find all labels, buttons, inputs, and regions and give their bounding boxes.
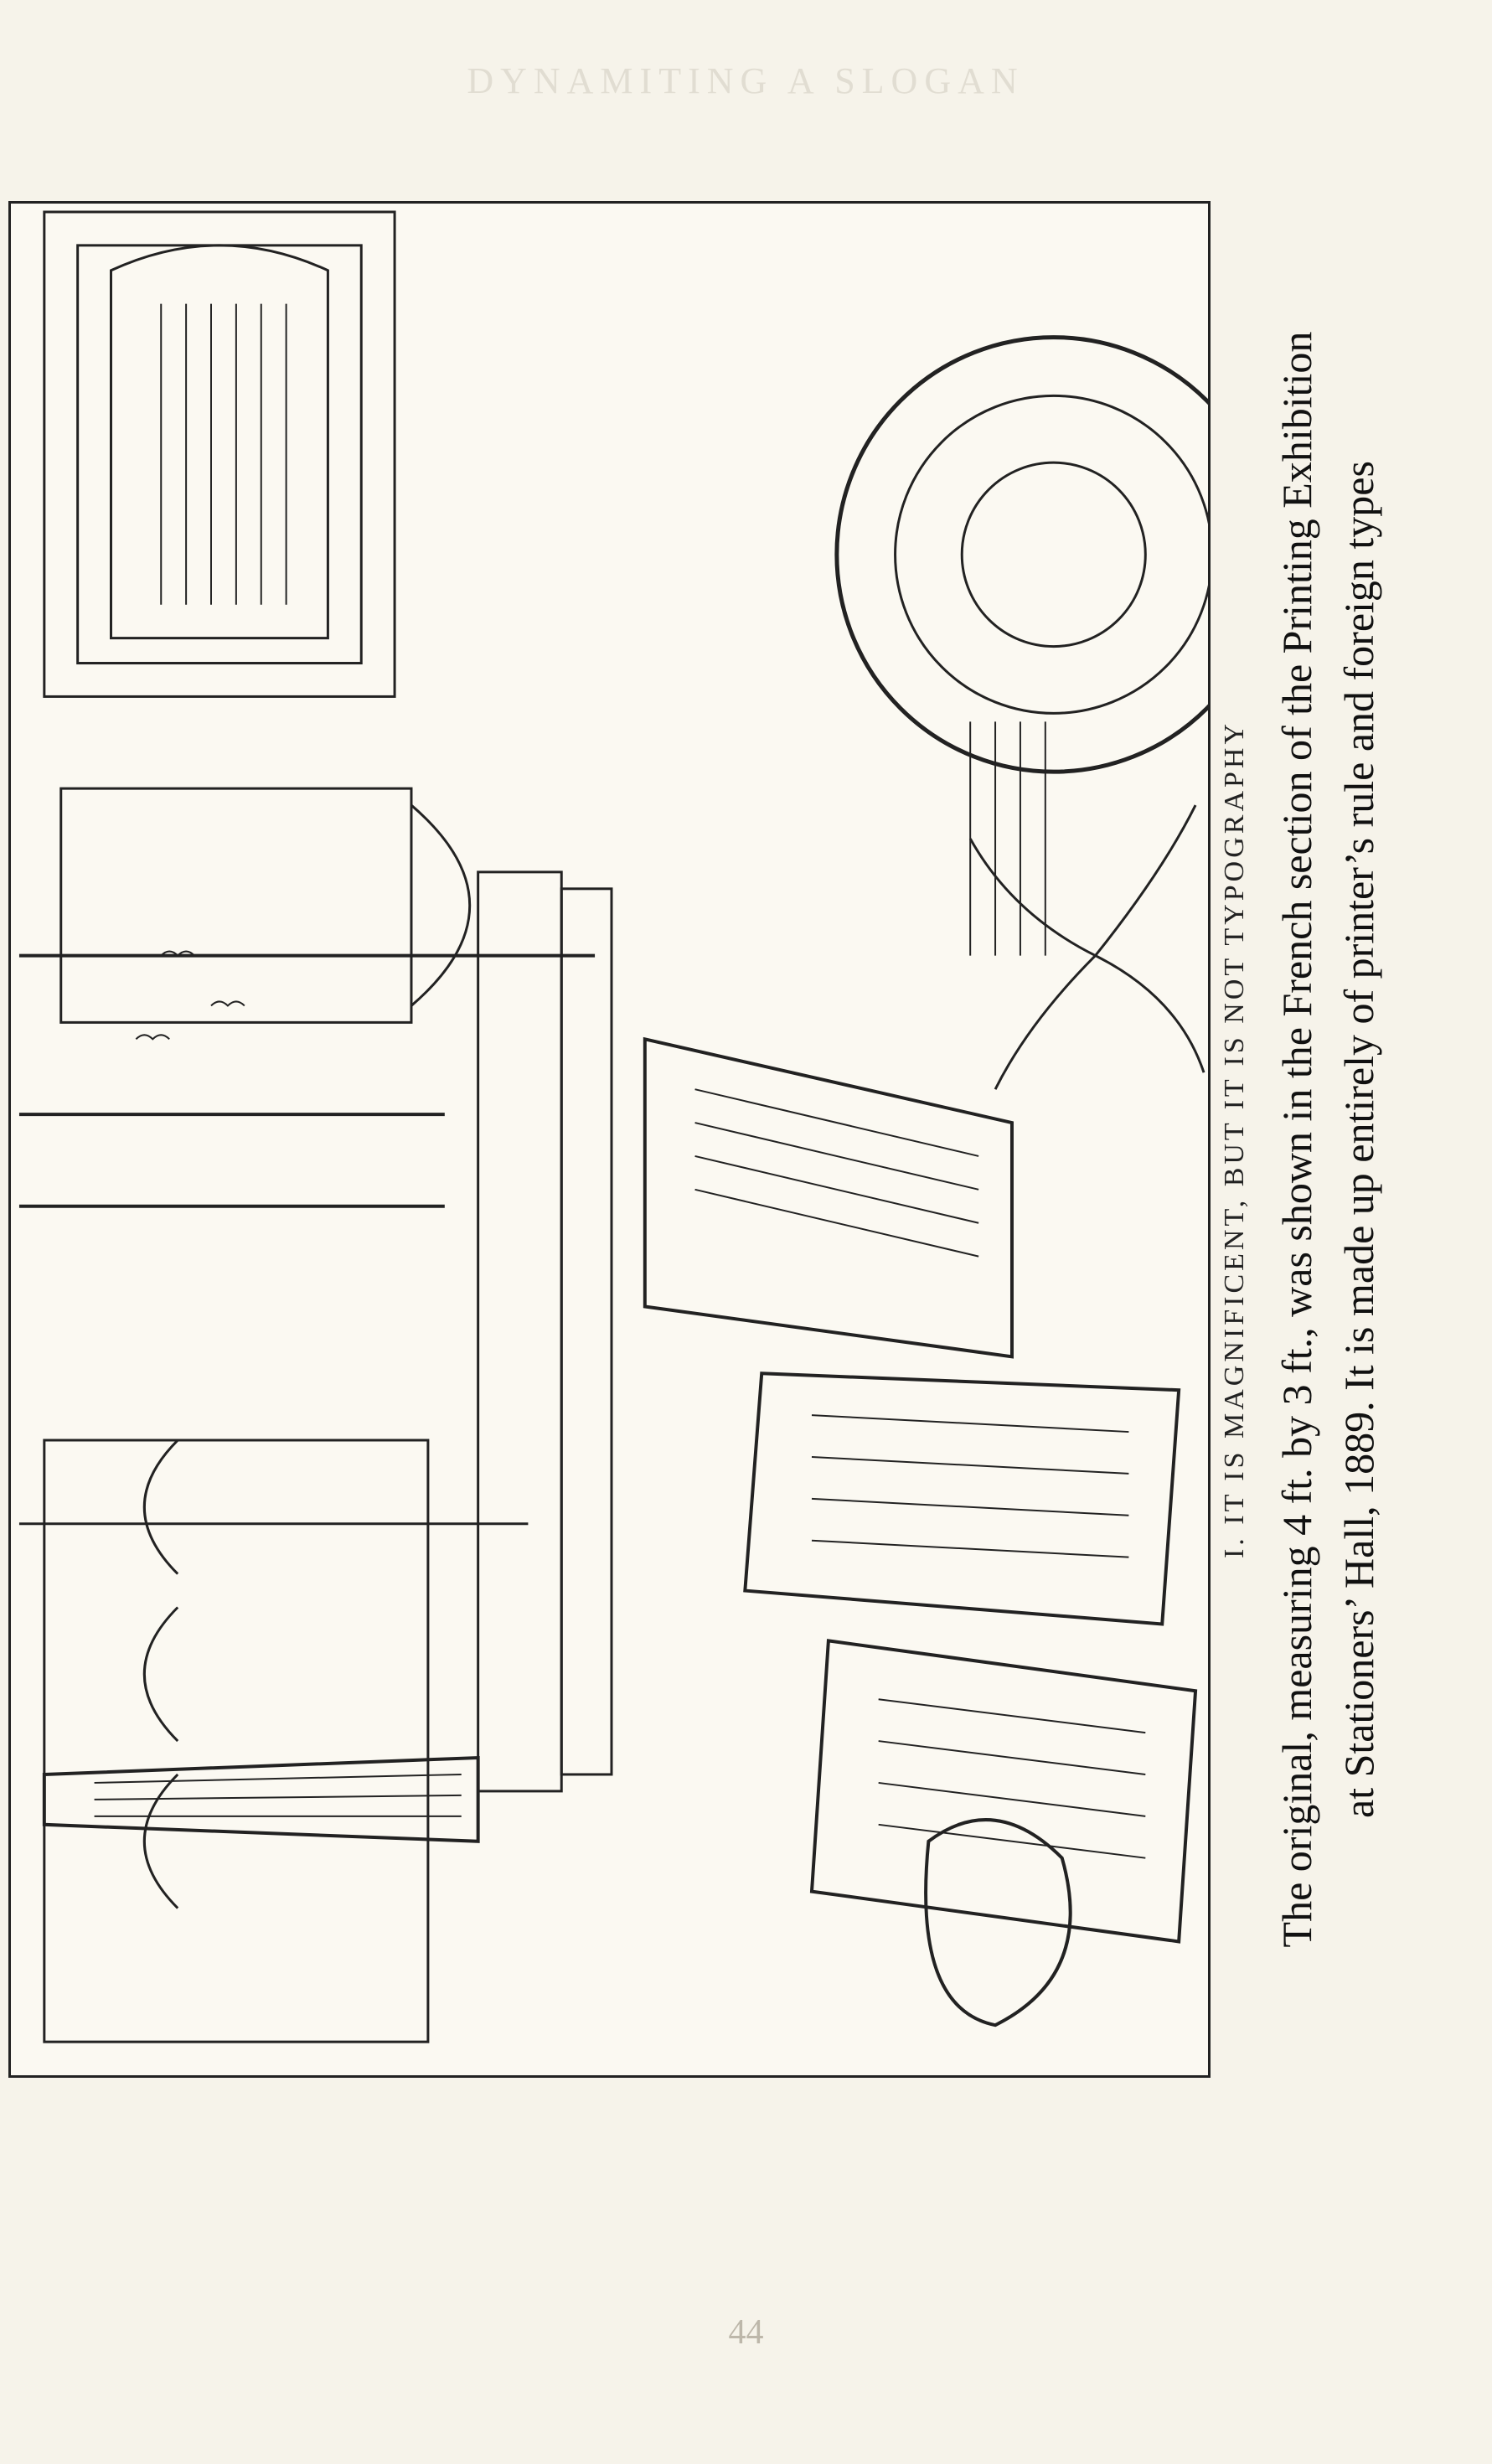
bleed-through-text: DYNAMITING A SLOGAN (34, 50, 1458, 112)
engraving (18, 210, 1208, 2043)
plate-illustration (8, 201, 1211, 2078)
plate-caption: I. IT IS MAGNIFICENT, BUT IT IS NOT TYPO… (1219, 201, 1487, 2078)
caption-line-2: at Stationers’ Hall, 1889. It is made up… (1335, 461, 1382, 1818)
running-head: DYNAMITING A SLOGAN (467, 60, 1025, 101)
caption-line-1: The original, measuring 4 ft. by 3 ft., … (1273, 331, 1320, 1948)
plate-title: I. IT IS MAGNIFICENT, BUT IT IS NOT TYPO… (1219, 720, 1250, 1559)
page-number: 44 (728, 2313, 764, 2352)
